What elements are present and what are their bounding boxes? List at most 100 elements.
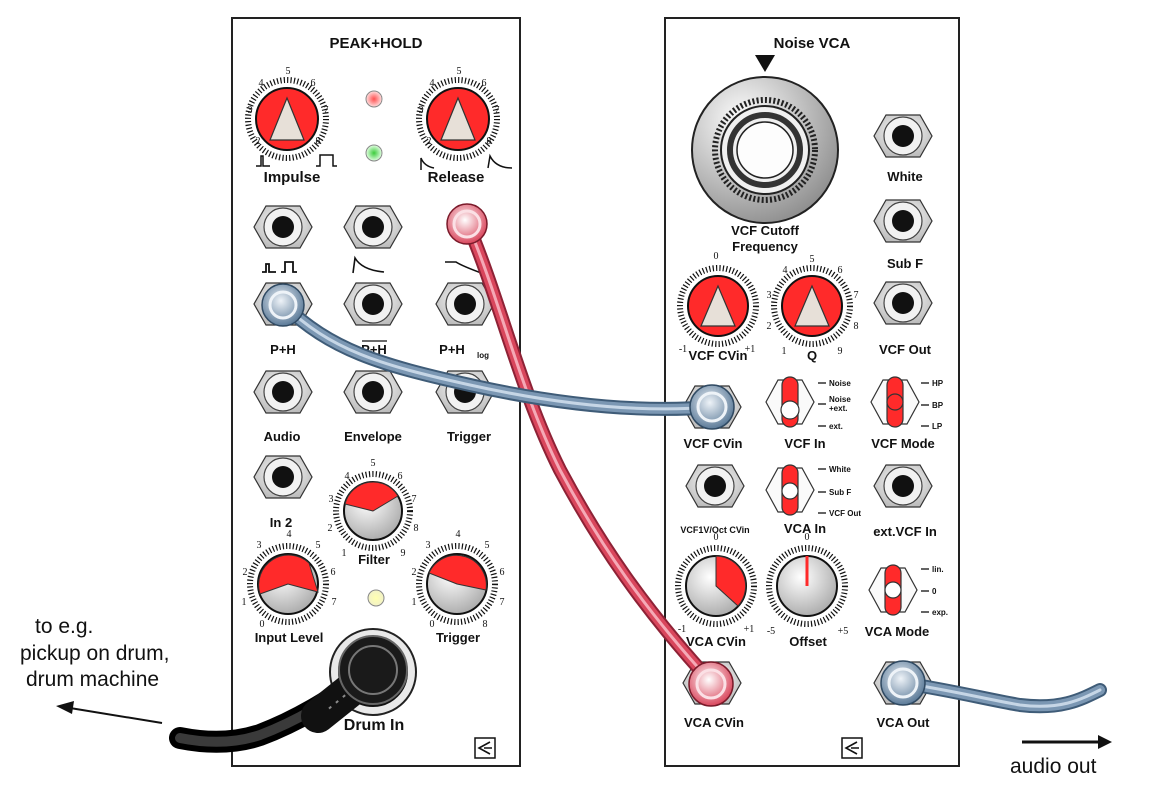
- jack-audio[interactable]: [253, 370, 313, 414]
- vcf-cvin-knob[interactable]: [677, 265, 759, 347]
- vca-cvin-knob[interactable]: [675, 545, 757, 627]
- white-label: White: [887, 169, 922, 184]
- filter-tick-2: 2: [328, 523, 333, 534]
- input-level-label: Input Level: [255, 630, 324, 645]
- vca-mode-opt-zero: 0: [932, 587, 937, 596]
- q-tick-6: 6: [838, 265, 843, 276]
- filter-knob[interactable]: [333, 471, 413, 551]
- filter-tick-1: 1: [342, 548, 347, 559]
- envelope-label: Envelope: [344, 429, 402, 444]
- trigger-tick-7: 7: [500, 597, 505, 608]
- filter-tick-3: 3: [329, 494, 334, 505]
- impulse-tick-8: 8: [316, 136, 321, 147]
- note-left-2: pickup on drum,: [20, 642, 169, 665]
- vcf-in-opt-noise-ext-2: +ext.: [829, 404, 847, 413]
- input-tick-5: 5: [316, 540, 321, 551]
- red-patch-cable[interactable]: [446, 203, 734, 707]
- jack-p-h-log[interactable]: [435, 282, 495, 326]
- input-tick-0: 0: [260, 619, 265, 630]
- arrow-left-icon: [56, 701, 163, 724]
- arrow-right-icon: [1022, 735, 1112, 749]
- drum-in-cable[interactable]: [169, 635, 408, 753]
- filter-label: Filter: [358, 552, 390, 567]
- vca-cvin-knob-label: VCA CVin: [686, 634, 746, 649]
- trigger-tick-3: 3: [426, 540, 431, 551]
- impulse-tick-6: 6: [311, 78, 316, 89]
- short-pulse-icon: [256, 155, 270, 167]
- trigger-tick-4: 4: [456, 529, 461, 540]
- jack-p-h-inverted[interactable]: [343, 282, 403, 326]
- release-curve-icon: [352, 255, 385, 274]
- q-tick-9: 9: [838, 346, 843, 357]
- jack-white[interactable]: [873, 114, 933, 158]
- vca-mode-opt-lin: lin.: [932, 565, 944, 574]
- q-tick-7: 7: [854, 290, 859, 301]
- vca-mode-opt-exp: exp.: [932, 608, 948, 617]
- led-green: [365, 144, 383, 162]
- jack-sub-f[interactable]: [873, 199, 933, 243]
- vcf-in-opt-ext: ext.: [829, 422, 843, 431]
- in-2-label: In 2: [270, 515, 292, 530]
- offset-knob[interactable]: [766, 545, 848, 627]
- vcf-mode-opt-hp: HP: [932, 379, 944, 388]
- offset-tick-zero: 0: [805, 532, 810, 543]
- offset-label: Offset: [789, 634, 827, 649]
- q-tick-8: 8: [854, 321, 859, 332]
- q-knob[interactable]: [771, 265, 853, 347]
- cutoff-pointer-icon: [755, 55, 775, 72]
- offset-tick-minus: -5: [767, 626, 775, 637]
- q-tick-4: 4: [783, 265, 788, 276]
- vcf-cutoff-knob[interactable]: [691, 76, 839, 224]
- audio-label: Audio: [264, 429, 301, 444]
- vca-in-label: VCA In: [784, 521, 826, 536]
- jack-vcf-out[interactable]: [873, 281, 933, 325]
- led-red: [365, 90, 383, 108]
- q-tick-1: 1: [782, 346, 787, 357]
- vca-mode-switch[interactable]: [868, 564, 918, 616]
- filter-tick-6: 6: [398, 471, 403, 482]
- filter-tick-5: 5: [371, 458, 376, 469]
- release-tick-2: 2: [427, 136, 432, 147]
- vca-in-switch[interactable]: [765, 464, 815, 516]
- trigger-knob[interactable]: [416, 543, 498, 625]
- audio-out-cable[interactable]: [880, 660, 1107, 714]
- input-tick-4: 4: [287, 529, 292, 540]
- q-tick-2: 2: [767, 321, 772, 332]
- impulse-knob[interactable]: [245, 77, 329, 161]
- jack-release-out[interactable]: [343, 205, 403, 249]
- trigger-tick-6: 6: [500, 567, 505, 578]
- vcf-mode-label: VCF Mode: [871, 436, 935, 451]
- trigger-tick-1: 1: [412, 597, 417, 608]
- release-tick-4: 4: [430, 78, 435, 89]
- blue-patch-cable[interactable]: [261, 283, 735, 430]
- release-knob[interactable]: [416, 77, 500, 161]
- q-tick-3: 3: [767, 290, 772, 301]
- input-tick-1: 1: [242, 597, 247, 608]
- long-pulse-icon: [316, 154, 337, 167]
- ext-vcf-in-label: ext.VCF In: [873, 524, 937, 539]
- q-label: Q: [807, 348, 817, 363]
- jack-envelope[interactable]: [343, 370, 403, 414]
- vcf-out-label: VCF Out: [879, 342, 932, 357]
- filter-tick-7: 7: [412, 494, 417, 505]
- vcf-cvin-tick-zero: 0: [714, 251, 719, 262]
- input-level-knob[interactable]: [247, 543, 329, 625]
- jack-in-2[interactable]: [253, 455, 313, 499]
- filter-tick-9: 9: [401, 548, 406, 559]
- note-left-1: to e.g.: [35, 615, 93, 638]
- vcf-mode-switch[interactable]: [870, 376, 920, 428]
- input-tick-3: 3: [257, 540, 262, 551]
- vcf-in-opt-noise: Noise: [829, 379, 851, 388]
- vca-cvin-tick-minus: -1: [678, 624, 686, 635]
- jack-vcf1v-oct[interactable]: [685, 464, 745, 508]
- filter-tick-8: 8: [414, 523, 419, 534]
- peak-hold-title: PEAK+HOLD: [330, 35, 423, 52]
- jack-ext-vcf-in[interactable]: [873, 464, 933, 508]
- vca-cvin-tick-plus: +1: [744, 624, 755, 635]
- vca-cvin-tick-zero: 0: [714, 532, 719, 543]
- jack-pulse-out[interactable]: [253, 205, 313, 249]
- vca-out-label: VCA Out: [877, 715, 931, 730]
- input-tick-7: 7: [332, 597, 337, 608]
- vcf-in-switch[interactable]: [765, 376, 815, 428]
- vcf-in-opt-noise-ext-1: Noise: [829, 395, 851, 404]
